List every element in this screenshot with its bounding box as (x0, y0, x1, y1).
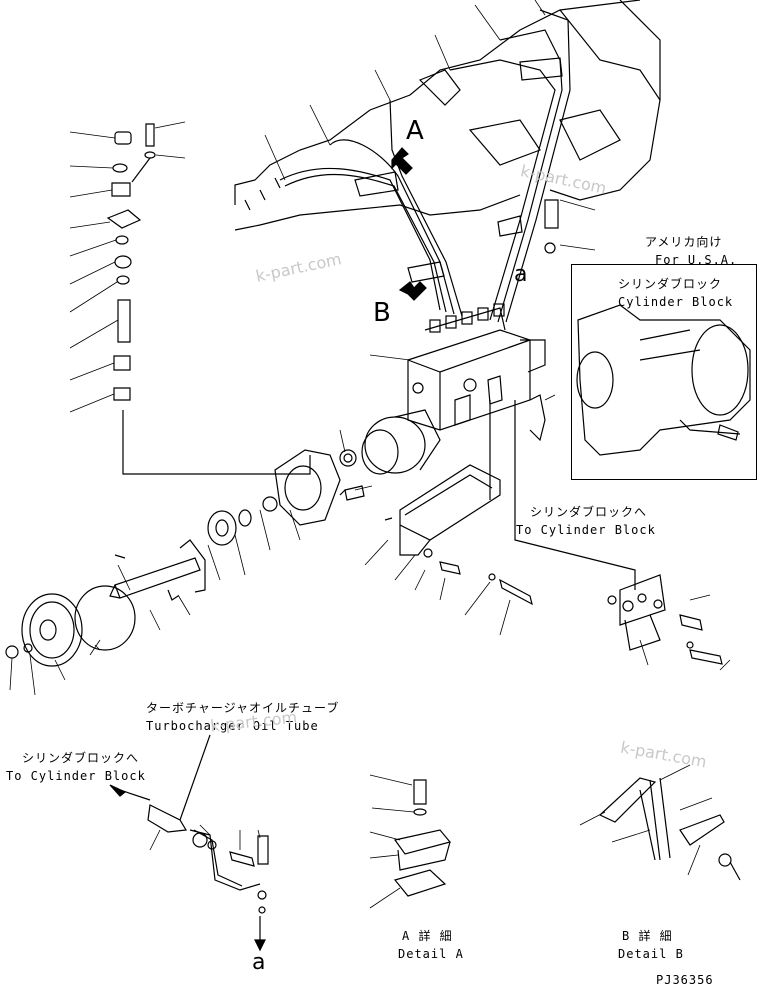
injection-pipes (279, 9, 571, 323)
usa-inset-part-en: Cylinder Block (618, 295, 734, 309)
stay-bracket (544, 199, 723, 665)
injection-pump (407, 303, 546, 442)
turbo-oil-tube-en: Turbocharger Oil Tube (146, 719, 319, 733)
view-arrows (391, 147, 427, 301)
to-cylinder-block-right-jp: シリンダブロックへ (530, 505, 648, 519)
pump-bracket (339, 400, 636, 606)
view-marker-a-lower-top: a (514, 262, 528, 287)
detail-b-drawing (598, 777, 741, 881)
drawing-number: PJ36356 (656, 973, 714, 987)
view-marker-a: A (406, 116, 424, 146)
view-marker-a-lower-bottom: a (252, 950, 266, 975)
turbo-oil-tube-drawing (109, 734, 269, 952)
to-cylinder-block-left-en: To Cylinder Block (6, 769, 146, 783)
detail-a-en: Detail A (398, 947, 464, 961)
to-cylinder-block-right-en: To Cylinder Block (516, 523, 656, 537)
usa-inset-title-en: For U.S.A. (655, 253, 738, 267)
usa-inset-drawing (576, 304, 751, 456)
view-marker-b: B (373, 298, 391, 328)
detail-b-jp: B 詳 細 (622, 929, 673, 943)
to-cylinder-block-left-jp: シリンダブロックへ (22, 751, 140, 765)
leader-lines (9, 0, 731, 909)
coupling-assembly (207, 409, 441, 546)
detail-a-drawing (393, 779, 452, 897)
usa-inset-title-jp: アメリカ向け (645, 235, 723, 249)
fitting-parts-stack (106, 123, 311, 475)
detail-b-en: Detail B (618, 947, 684, 961)
detail-a-jp: A 詳 細 (402, 929, 453, 943)
turbo-oil-tube-jp: ターボチャージャオイルチューブ (146, 701, 340, 715)
usa-inset-frame (571, 264, 757, 480)
usa-inset-part-jp: シリンダブロック (618, 277, 723, 291)
drive-gear-and-shaft (5, 539, 206, 667)
